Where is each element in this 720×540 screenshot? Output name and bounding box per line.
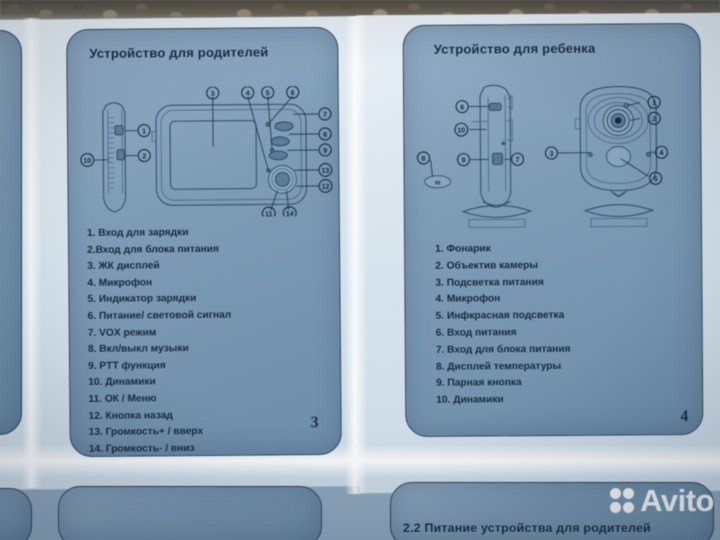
svg-text:8: 8 [422,156,426,163]
bottom-left-partial-panel [0,488,32,540]
callout-9: 9 [318,143,332,157]
svg-text:12: 12 [322,184,330,191]
left-part-item: 7. VOX режим [87,326,157,339]
svg-text:6: 6 [291,90,295,97]
svg-text:88: 88 [435,180,441,186]
callout-6: 6 [286,85,300,99]
svg-text:9: 9 [323,148,327,155]
left-page-number: 3 [310,414,319,432]
svg-text:7: 7 [516,157,520,164]
left-part-item: 13. Громкость+ / вверх [88,426,204,439]
callout-3: 3 [544,146,559,160]
left-part-item: 5. Индикатор зарядки [87,293,197,306]
right-part-item: 4. Микрофон [435,293,501,306]
left-part-item: 6. Питание/ световой сигнал [87,309,232,322]
bottom-page-panel-left [58,486,322,540]
left-part-item: 10. Динамики [88,376,156,389]
callout-10: 10 [80,153,95,167]
callout-6: 6 [455,100,469,114]
right-part-item: 6. Вход питания [435,327,517,339]
avito-watermark: Avito [609,483,714,518]
right-part-item: 2. Объектив камеры [435,259,539,272]
right-page-panel: Устройство для ребенка [402,22,704,438]
callout-3: 3 [206,86,220,100]
left-part-item: 9. PTT функция [88,360,166,372]
svg-text:10: 10 [457,127,465,134]
left-part-item: 14. Громкость- / вниз [88,442,195,455]
callout-14: 14 [282,206,297,219]
callout-12: 12 [318,178,333,193]
svg-text:2: 2 [652,116,656,123]
left-page-title: Устройство для родителей [89,44,269,61]
svg-text:2: 2 [142,153,146,160]
svg-text:6: 6 [460,104,464,111]
baby-device-diagram: 88 [412,80,697,230]
left-part-item: 4. Микрофон [87,277,153,289]
right-page-number: 4 [680,408,689,426]
callout-11: 11 [261,206,276,219]
callout-7: 7 [318,107,332,121]
svg-text:4: 4 [659,150,663,157]
right-part-item: 10. Динамики [436,394,504,406]
left-part-item: 11. ОК / Меню [88,393,157,405]
left-part-item: 1. Вход для зарядки [86,227,189,240]
callout-8: 8 [416,151,431,165]
svg-text:14: 14 [286,211,294,218]
svg-text:1: 1 [142,128,146,135]
left-part-item: 2.Вход для блока питания [87,243,219,256]
parent-front-view [151,103,308,206]
right-part-item: 8. Дисплей температуры [435,360,562,373]
svg-text:1: 1 [652,100,656,107]
avito-dots-icon [609,488,635,513]
svg-text:13: 13 [321,168,329,175]
callout-8: 8 [318,127,332,141]
right-part-item: 1. Фонарик [435,243,491,255]
svg-text:8: 8 [323,132,327,139]
avito-wordmark: Avito [640,483,714,518]
callout-9: 9 [456,153,471,167]
svg-text:3: 3 [211,91,215,98]
right-part-item: 9. Парная кнопка [436,377,522,390]
svg-text:3: 3 [549,151,553,158]
svg-text:9: 9 [462,157,466,164]
parent-side-view [102,102,127,213]
bottom-page-heading: 2.2 Питание устройства для родителей [403,521,651,535]
callout-5: 5 [261,85,275,99]
left-page-panel: Устройство для родителей [66,26,342,458]
left-part-item: 8. Вкл/выкл музыки [87,343,189,356]
left-outer-crease [22,18,42,488]
baby-front-view [574,85,658,228]
callout-4: 4 [241,86,255,100]
svg-text:7: 7 [323,112,327,119]
right-parts-list: 1. Фонарик 2. Объектив камеры 3. Подсветка… [435,241,571,410]
page-gutter-crease [345,16,367,494]
callout-7: 7 [510,152,525,166]
right-part-item: 5. Инфкрасная подсветка [435,310,565,323]
baby-callouts: 1 2 3 4 5 6 7 8 9 10 [416,95,669,185]
svg-text:10: 10 [83,158,91,165]
parent-device-diagram: 1 2 10 3 4 5 6 7 8 9 13 12 11 14 [72,85,341,219]
svg-text:5: 5 [654,176,658,183]
callout-1: 1 [137,123,151,138]
callout-1: 1 [647,95,661,109]
right-page-title: Устройство для ребенка [433,40,596,57]
callout-10: 10 [454,122,469,137]
left-partial-panel [0,30,22,435]
left-parts-list: 1. Вход для зарядки 2.Вход для блока пита… [87,225,233,457]
callout-2: 2 [137,148,151,163]
callout-13: 13 [318,162,333,177]
svg-text:5: 5 [266,90,270,97]
left-part-item: 3. ЖК дисплей [87,260,160,273]
left-part-item: 12. Кнопка назад [88,409,173,422]
right-part-item: 7. Вход для блока питания [435,343,571,356]
callout-4: 4 [654,145,669,159]
svg-text:11: 11 [265,211,273,218]
svg-text:4: 4 [246,90,250,97]
right-part-item: 3. Подсветка питания [435,276,544,289]
